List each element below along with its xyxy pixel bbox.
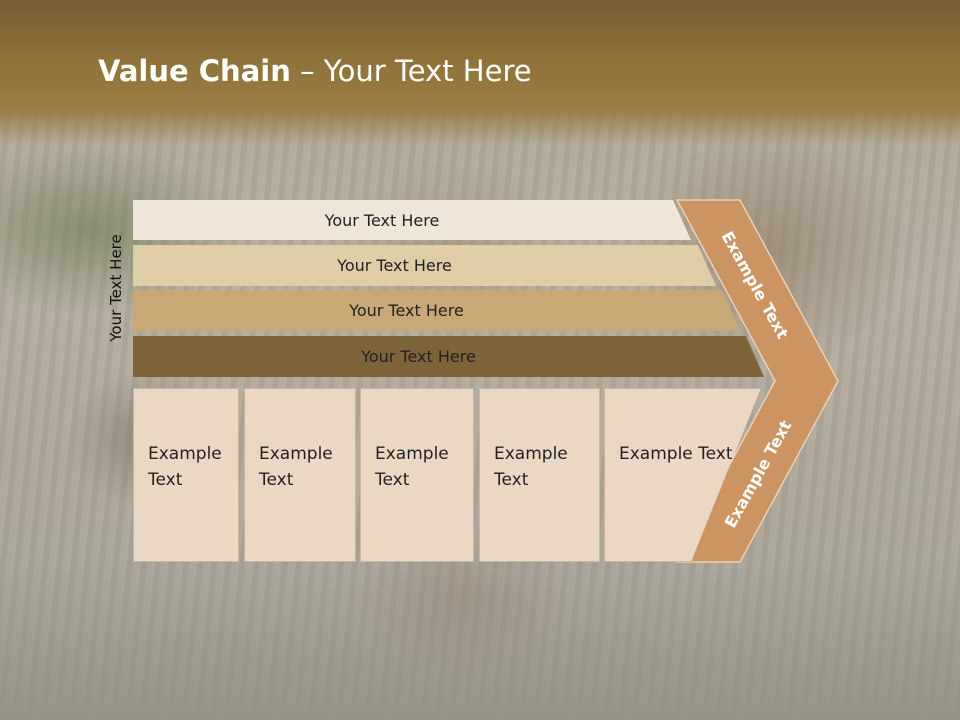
primary-box-1: Example Text (133, 388, 239, 562)
support-bar-1: Your Text Here (133, 200, 691, 240)
support-bar-4-label: Your Text Here (361, 347, 476, 366)
header-band (0, 0, 960, 145)
support-bar-3: Your Text Here (133, 290, 740, 331)
support-bar-2-label: Your Text Here (337, 256, 452, 275)
primary-box-2-label: Example Text (259, 444, 333, 490)
support-bar-2: Your Text Here (133, 245, 716, 286)
title-rest: – Your Text Here (290, 54, 532, 88)
support-bar-4: Your Text Here (133, 336, 764, 377)
primary-box-1-label: Example Text (148, 444, 222, 490)
vertical-label: Your Text Here (107, 234, 125, 342)
support-bar-3-label: Your Text Here (349, 301, 464, 320)
title-bold: Value Chain (98, 54, 291, 88)
slide-title: Value Chain – Your Text Here (98, 54, 532, 88)
primary-box-2: Example Text (244, 388, 356, 562)
primary-box-3: Example Text (360, 388, 474, 562)
primary-box-4-label: Example Text (494, 444, 568, 490)
primary-box-4: Example Text (479, 388, 600, 562)
support-bar-1-label: Your Text Here (324, 210, 440, 230)
primary-box-5-label: Example Text (619, 444, 733, 464)
primary-box-3-label: Example Text (375, 444, 449, 490)
